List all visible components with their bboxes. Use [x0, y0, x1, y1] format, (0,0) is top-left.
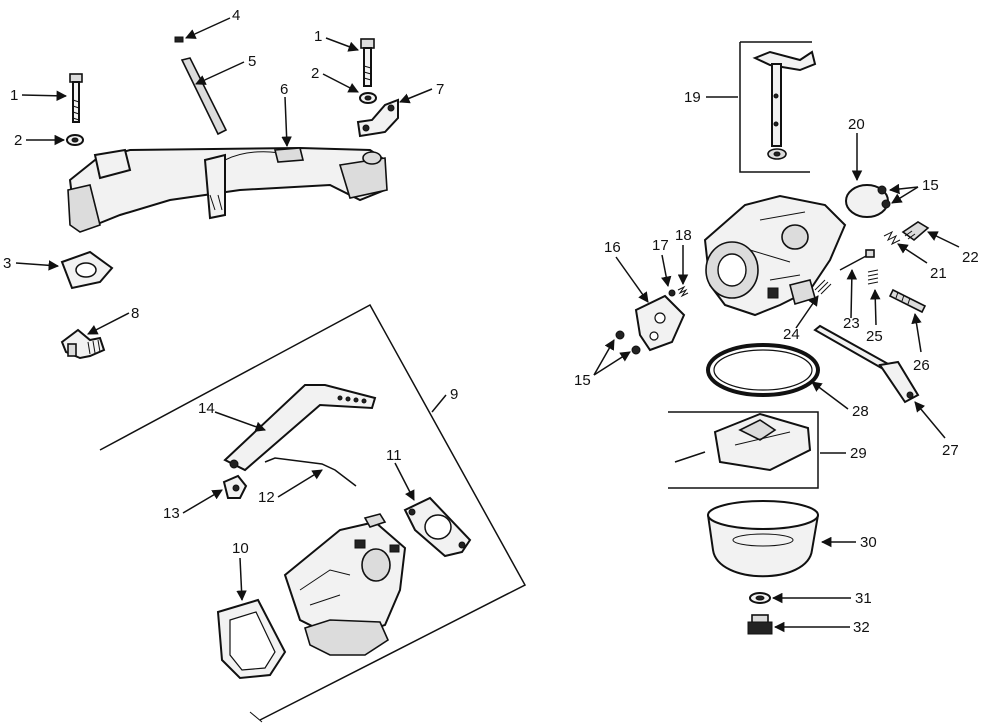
- washer-left: [66, 134, 84, 146]
- callout-24: 24: [783, 326, 800, 343]
- small-plug: [174, 36, 184, 43]
- callout-25: 25: [866, 328, 883, 345]
- idle-spring: [883, 230, 901, 246]
- choke-shaft-kit: [739, 41, 817, 173]
- bolt-right: [360, 38, 375, 87]
- callout-19: 19: [684, 89, 701, 106]
- callout-22: 22: [962, 249, 979, 266]
- float-bowl: [706, 500, 820, 578]
- needle-spring: [814, 279, 832, 295]
- callout-9: 9: [450, 386, 458, 403]
- flange-gasket: [403, 496, 472, 558]
- callout-32: 32: [853, 619, 870, 636]
- idle-screw: [901, 221, 930, 242]
- small-spring: [677, 285, 689, 298]
- adjust-spring: [867, 269, 879, 285]
- carburetor-body: [703, 194, 847, 317]
- callout-16: 16: [604, 239, 621, 256]
- breather-tube: [180, 57, 228, 136]
- callout-13: 13: [163, 505, 180, 522]
- float-kit: [668, 411, 819, 489]
- callout-12: 12: [258, 489, 275, 506]
- throttle-shaft: [813, 324, 920, 404]
- drain-washer: [749, 592, 771, 604]
- mounting-bracket: [356, 98, 399, 138]
- callout-28: 28: [852, 403, 869, 420]
- throttle-lever: [223, 384, 377, 472]
- washer-right: [359, 92, 377, 104]
- body-gasket: [634, 294, 686, 352]
- callout-14: 14: [198, 400, 215, 417]
- callout-27: 27: [942, 442, 959, 459]
- kit-outline: [99, 303, 527, 723]
- callout-15-lower: 15: [574, 372, 591, 389]
- callout-26: 26: [913, 357, 930, 374]
- callout-15-upper: 15: [922, 177, 939, 194]
- carburetor-assembly-kit: [283, 513, 407, 656]
- needle-pin: [668, 289, 676, 297]
- bolt-left: [69, 73, 83, 123]
- link-rod: [264, 457, 357, 487]
- callout-1-left: 1: [10, 87, 18, 104]
- callout-7: 7: [436, 81, 444, 98]
- callout-23: 23: [843, 315, 860, 332]
- drain-plug: [747, 614, 773, 635]
- manifold-gasket: [60, 250, 114, 290]
- callout-29: 29: [850, 445, 867, 462]
- callout-21: 21: [930, 265, 947, 282]
- elbow-fitting: [60, 328, 106, 360]
- callout-18: 18: [675, 227, 692, 244]
- callout-2-left: 2: [14, 132, 22, 149]
- callout-5: 5: [248, 53, 256, 70]
- main-needle: [839, 249, 875, 271]
- callout-20: 20: [848, 116, 865, 133]
- callout-4: 4: [232, 7, 240, 24]
- callout-8: 8: [131, 305, 139, 322]
- callout-1-right: 1: [314, 28, 322, 45]
- callout-2-right: 2: [311, 65, 319, 82]
- callout-6: 6: [280, 81, 288, 98]
- callout-11: 11: [386, 447, 402, 464]
- callout-10: 10: [232, 540, 249, 557]
- callout-31: 31: [855, 590, 872, 607]
- bowl-o-ring: [706, 343, 820, 397]
- callout-3: 3: [3, 255, 11, 272]
- adjust-screw: [888, 288, 927, 314]
- screws-lower: [615, 330, 641, 355]
- callout-17: 17: [652, 237, 669, 254]
- screws-upper: [877, 185, 891, 209]
- leader-lines: [15, 17, 960, 633]
- callout-30: 30: [860, 534, 877, 551]
- bowl-gasket: [216, 598, 287, 680]
- intake-manifold: [67, 146, 388, 233]
- rod-clamp: [222, 474, 248, 499]
- callout-labels: 1 1 2 2 3 4 5 6 7 8 9 10 11 12 13 14 15 …: [3, 7, 979, 636]
